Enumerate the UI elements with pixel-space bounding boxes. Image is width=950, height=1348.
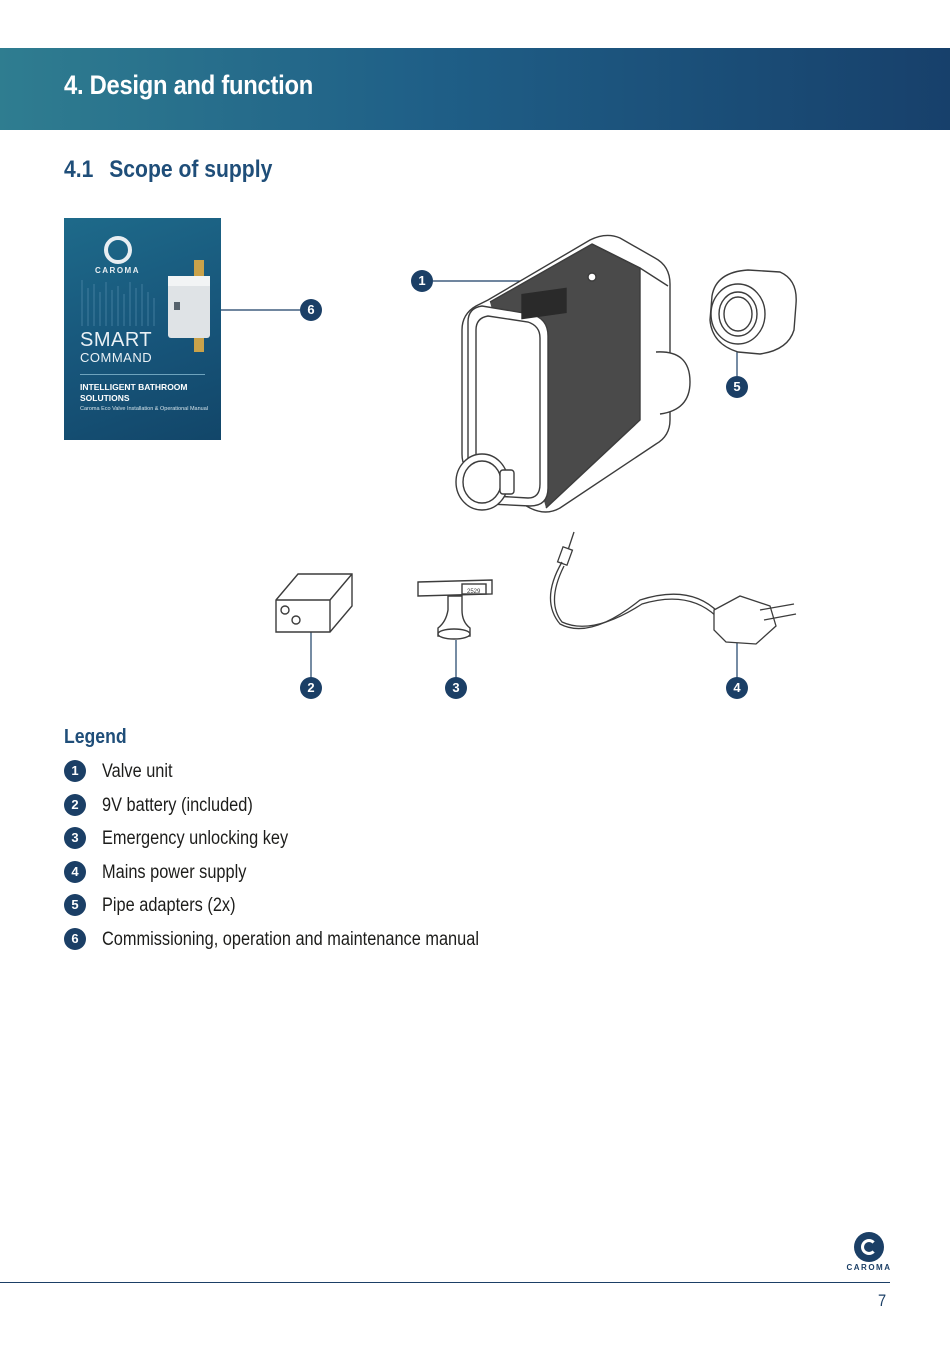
legend-item-text: Valve unit bbox=[102, 760, 173, 784]
callout-2: 2 bbox=[300, 677, 322, 699]
legend-number-badge: 3 bbox=[64, 827, 86, 849]
legend-item-text: 9V battery (included) bbox=[102, 794, 253, 818]
callout-5: 5 bbox=[726, 376, 748, 398]
callout-1: 1 bbox=[411, 270, 433, 292]
page-number: 7 bbox=[878, 1291, 886, 1311]
legend-number-badge: 4 bbox=[64, 861, 86, 883]
caroma-logo-icon bbox=[854, 1232, 884, 1262]
footer-logo: CAROMA bbox=[846, 1230, 890, 1274]
valve-unit-drawing bbox=[456, 235, 690, 512]
callout-3: 3 bbox=[445, 677, 467, 699]
scope-of-supply-illustration: 2529 bbox=[0, 0, 950, 720]
pipe-adapter-drawing bbox=[710, 270, 796, 354]
legend-heading: Legend bbox=[64, 726, 127, 749]
footer-brand: CAROMA bbox=[846, 1263, 892, 1272]
legend-number-badge: 6 bbox=[64, 928, 86, 950]
legend-number-badge: 1 bbox=[64, 760, 86, 782]
legend-item-text: Emergency unlocking key bbox=[102, 827, 288, 851]
battery-drawing bbox=[276, 574, 352, 632]
legend-number-badge: 5 bbox=[64, 894, 86, 916]
emergency-key-drawing: 2529 bbox=[418, 580, 492, 639]
callout-4: 4 bbox=[726, 677, 748, 699]
legend-item-text: Pipe adapters (2x) bbox=[102, 894, 236, 918]
mains-power-supply-drawing bbox=[550, 532, 796, 644]
legend-number-badge: 2 bbox=[64, 794, 86, 816]
footer-divider bbox=[0, 1282, 890, 1283]
legend-item-text: Mains power supply bbox=[102, 861, 246, 885]
key-tag-text: 2529 bbox=[467, 589, 481, 595]
legend-item-text: Commissioning, operation and maintenance… bbox=[102, 928, 479, 952]
callout-6: 6 bbox=[300, 299, 322, 321]
